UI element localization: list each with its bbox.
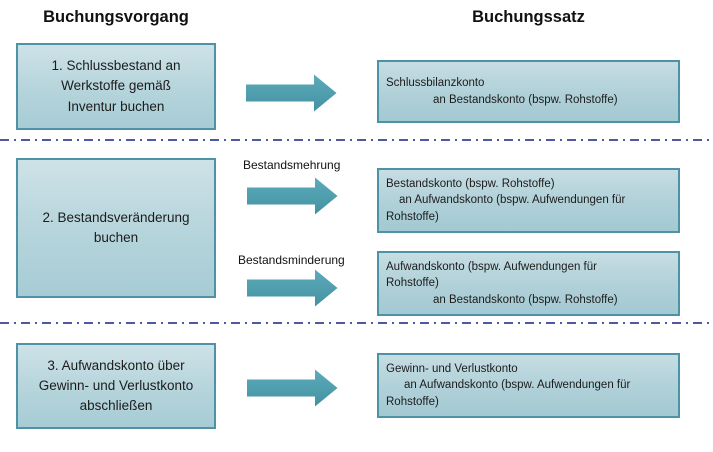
entry-box-2-line: an Aufwandskonto (bspw. Aufwendungen für — [399, 194, 626, 207]
column-title-buchungsvorgang: Buchungsvorgang — [43, 8, 189, 26]
entry-box-1: Schlussbilanzkonto an Bestandskonto (bsp… — [377, 60, 680, 123]
entry-box-3-line: Rohstoffe) — [386, 277, 439, 290]
dashed-separator — [0, 139, 713, 141]
entry-box-2: Bestandskonto (bspw. Rohstoffe) an Aufwa… — [377, 168, 680, 233]
arrow-label-bestandsminderung: Bestandsminderung — [238, 253, 345, 267]
process-box-3-line: Gewinn- und Verlustkonto — [38, 377, 194, 393]
entry-box-4: Gewinn- und Verlustkonto an Aufwandskont… — [377, 353, 680, 418]
entry-box-4-line: Rohstoffe) — [386, 395, 439, 408]
entry-box-2-line: Rohstoffe) — [386, 210, 439, 223]
arrow-right-icon — [246, 74, 337, 112]
process-box-2-line: buchen — [93, 230, 139, 245]
entry-box-4-line: an Aufwandskonto (bspw. Aufwendungen für — [404, 379, 631, 392]
process-box-2-line: 2. Bestandsveränderung — [42, 209, 190, 225]
process-box-3: 3. Aufwandskonto über Gewinn- und Verlus… — [16, 343, 216, 429]
process-box-1: 1. Schlussbestand an Werkstoffe gemäß In… — [16, 43, 216, 130]
arrow-right-icon — [247, 177, 338, 215]
entry-box-3-line: an Bestandskonto (bspw. Rohstoffe) — [433, 293, 618, 306]
entry-box-2-line: Bestandskonto (bspw. Rohstoffe) — [386, 177, 555, 190]
process-box-2: 2. Bestandsveränderung buchen — [16, 158, 216, 298]
process-box-1-line: 1. Schlussbestand an — [51, 58, 181, 74]
arrow-label-bestandsmehrung: Bestandsmehrung — [243, 158, 341, 172]
column-title-buchungssatz: Buchungssatz — [472, 8, 585, 26]
arrow-right-icon — [247, 369, 338, 407]
entry-box-1-line: an Bestandskonto (bspw. Rohstoffe) — [433, 93, 618, 106]
dashed-separator — [0, 322, 713, 324]
entry-box-1-line: Schlussbilanzkonto — [386, 76, 485, 89]
process-box-3-line: abschließen — [79, 398, 153, 414]
process-box-1-line: Werkstoffe gemäß — [61, 78, 171, 94]
process-box-3-line: 3. Aufwandskonto über — [47, 357, 185, 373]
process-box-1-line: Inventur buchen — [67, 98, 165, 114]
entry-box-3: Aufwandskonto (bspw. Aufwendungen für Ro… — [377, 251, 680, 316]
entry-box-4-line: Gewinn- und Verlustkonto — [386, 362, 518, 375]
arrow-right-icon — [247, 269, 338, 307]
entry-box-3-line: Aufwandskonto (bspw. Aufwendungen für — [386, 260, 597, 273]
